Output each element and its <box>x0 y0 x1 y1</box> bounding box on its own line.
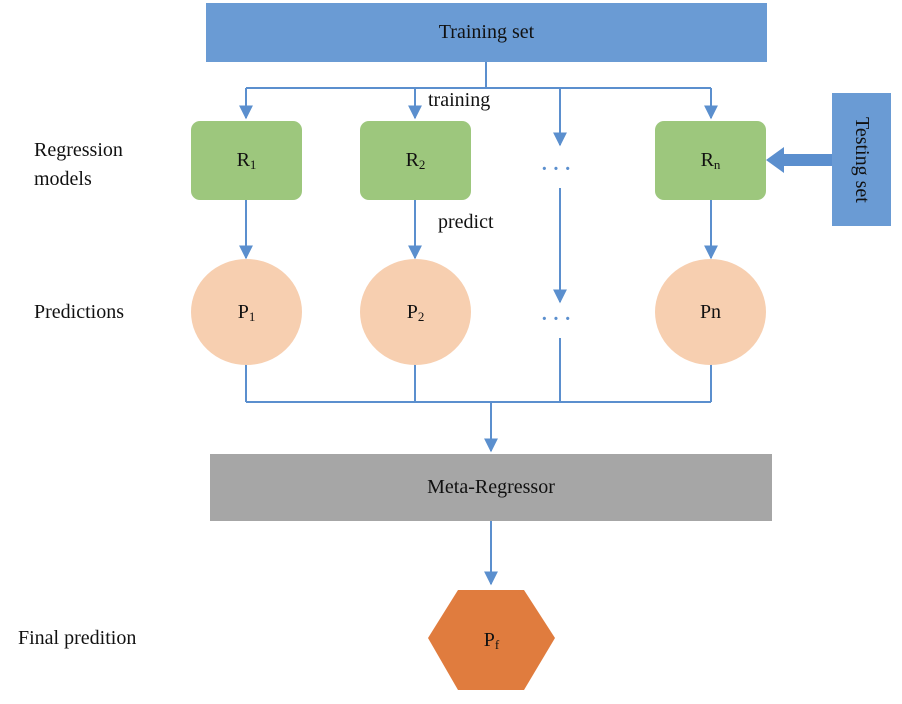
model-label-r1: R1 <box>236 149 257 172</box>
prediction-circle-pn: Pn <box>655 259 766 365</box>
model-box-r1: R1 <box>191 121 302 200</box>
regression-models-line1: Regression <box>34 139 123 161</box>
regression-models-line2: models <box>34 168 92 190</box>
testing-arrow <box>766 147 832 173</box>
training-set-label: Training set <box>438 21 535 43</box>
testing-set-label: Testing set <box>851 116 873 203</box>
testing-set-box: Testing set <box>832 93 891 226</box>
training-edge-label: training <box>428 89 491 111</box>
final-prediction-value: Pf <box>483 628 500 652</box>
prediction-circle-p2: P2 <box>360 259 471 365</box>
predictions-label: Predictions <box>34 301 124 323</box>
final-prediction-label: Final predition <box>18 627 137 649</box>
final-prediction-hexagon: Pf <box>428 590 555 690</box>
model-label-r2: R2 <box>405 149 426 172</box>
prediction-label-p2: P2 <box>406 300 425 324</box>
meta-regressor-box: Meta-Regressor <box>210 454 772 521</box>
model-box-rn: Rn <box>655 121 766 200</box>
regression-models-label: Regression models <box>34 136 123 194</box>
final-hexagon-shape <box>428 590 555 690</box>
prediction-circle-p1: P1 <box>191 259 302 365</box>
meta-regressor-label: Meta-Regressor <box>427 476 555 498</box>
prediction-label-pn: Pn <box>699 300 722 323</box>
models-ellipsis: · · · <box>541 158 572 180</box>
model-box-r2: R2 <box>360 121 471 200</box>
predict-edge-label: predict <box>438 211 494 233</box>
prediction-label-p1: P1 <box>237 300 256 324</box>
training-set-box: Training set <box>206 3 767 62</box>
model-label-rn: Rn <box>700 149 721 172</box>
predictions-ellipsis: · · · <box>541 308 572 330</box>
